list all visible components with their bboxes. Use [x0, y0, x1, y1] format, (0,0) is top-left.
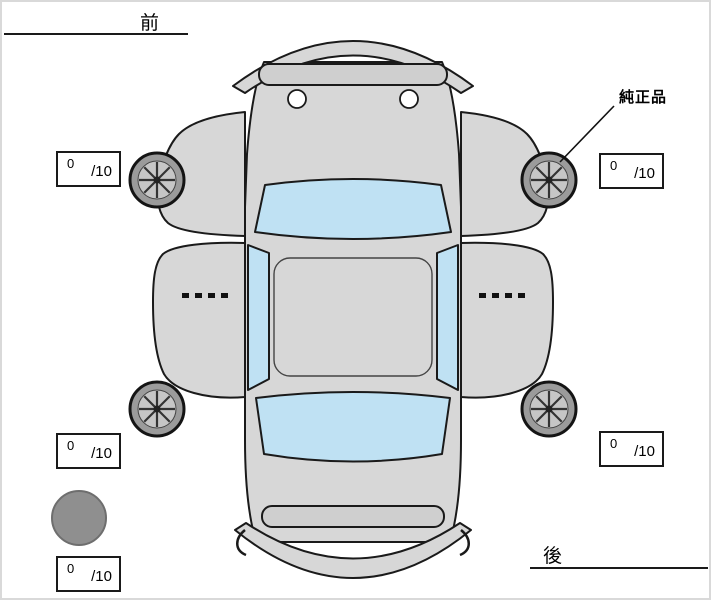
spare-tire-circle [51, 490, 107, 546]
roof-panel-outline [273, 257, 433, 377]
side-window-left [247, 244, 270, 391]
front-underline [4, 33, 188, 35]
score-max-rear-right: /10 [634, 443, 655, 460]
car-body [244, 61, 462, 543]
trunk-strip [261, 505, 445, 528]
windshield [254, 178, 452, 240]
hood-circle-left [287, 89, 307, 109]
door-gap-dashes-right [479, 293, 525, 298]
wheel-rear-left [128, 380, 186, 438]
score-max-spare: /10 [91, 568, 112, 585]
front-bumper [232, 40, 474, 94]
score-box-spare: 0 /10 [56, 556, 121, 592]
front-label: 前 [140, 13, 160, 34]
rear-label: 後 [543, 546, 563, 567]
side-window-right [436, 244, 459, 391]
score-value-front-left: 0 [67, 156, 75, 171]
rear-bumper [234, 522, 472, 579]
score-box-front-left: 0 /10 [56, 151, 121, 187]
genuine-part-pointer-line [559, 105, 615, 163]
door-gap-dashes-left [182, 293, 228, 298]
cowl-strip [258, 63, 448, 86]
panel-rear-right [460, 241, 554, 399]
score-value-front-right: 0 [610, 158, 618, 173]
rear-window [255, 391, 451, 463]
score-value-rear-left: 0 [67, 438, 75, 453]
panel-rear-left [152, 241, 246, 399]
score-max-front-right: /10 [634, 165, 655, 182]
genuine-part-label: 純正品 [619, 89, 668, 106]
score-value-rear-right: 0 [610, 436, 618, 451]
score-max-front-left: /10 [91, 163, 112, 180]
score-value-spare: 0 [67, 561, 75, 576]
wheel-front-right [520, 151, 578, 209]
rear-bumper-hook-right [459, 529, 470, 557]
score-box-front-right: 0 /10 [599, 153, 664, 189]
rear-underline [530, 567, 708, 569]
score-box-rear-left: 0 /10 [56, 433, 121, 469]
rear-bumper-hook-left [236, 529, 247, 557]
wheel-rear-right [520, 380, 578, 438]
hood-circle-right [399, 89, 419, 109]
score-box-rear-right: 0 /10 [599, 431, 664, 467]
score-max-rear-left: /10 [91, 445, 112, 462]
wheel-front-left [128, 151, 186, 209]
